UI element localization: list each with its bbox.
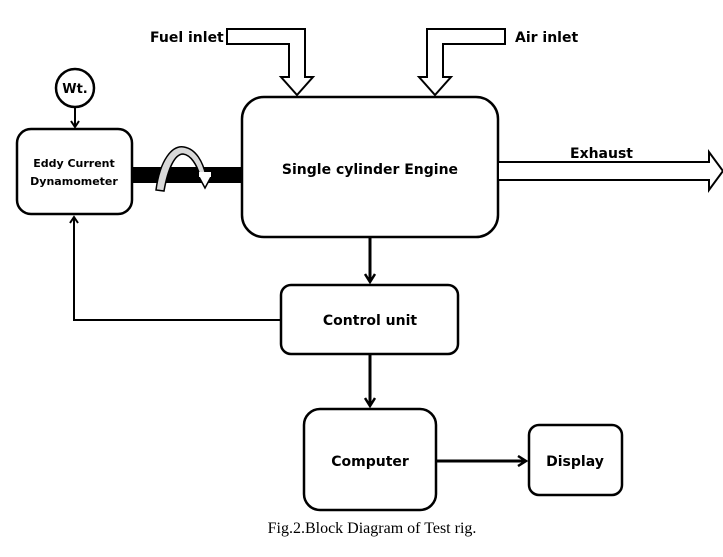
dynamometer-label-line1: Eddy Current bbox=[33, 157, 115, 170]
engine-block bbox=[240, 95, 500, 239]
engine-label: Single cylinder Engine bbox=[282, 162, 458, 178]
dynamometer-label-line2: Dynamometer bbox=[30, 175, 118, 188]
fuel-inlet-arrow bbox=[226, 28, 316, 97]
control-to-dynamometer-feedback-arrow bbox=[69, 215, 281, 321]
computer-label: Computer bbox=[331, 454, 409, 470]
display-label: Display bbox=[546, 454, 604, 470]
computer-block bbox=[302, 407, 438, 512]
control-unit-label: Control unit bbox=[323, 313, 417, 329]
exhaust-label: Exhaust bbox=[570, 146, 633, 162]
weight-label: Wt. bbox=[62, 82, 88, 97]
air-inlet-arrow bbox=[416, 28, 506, 97]
exhaust-arrow bbox=[499, 148, 723, 194]
fuel-inlet-label: Fuel inlet bbox=[150, 30, 224, 46]
display-block bbox=[527, 423, 624, 497]
dynamometer-block bbox=[15, 127, 134, 216]
rotation-arrow-icon bbox=[155, 146, 214, 192]
air-inlet-label: Air inlet bbox=[515, 30, 578, 46]
shaft bbox=[133, 167, 243, 183]
figure-caption: Fig.2.Block Diagram of Test rig. bbox=[268, 520, 477, 537]
